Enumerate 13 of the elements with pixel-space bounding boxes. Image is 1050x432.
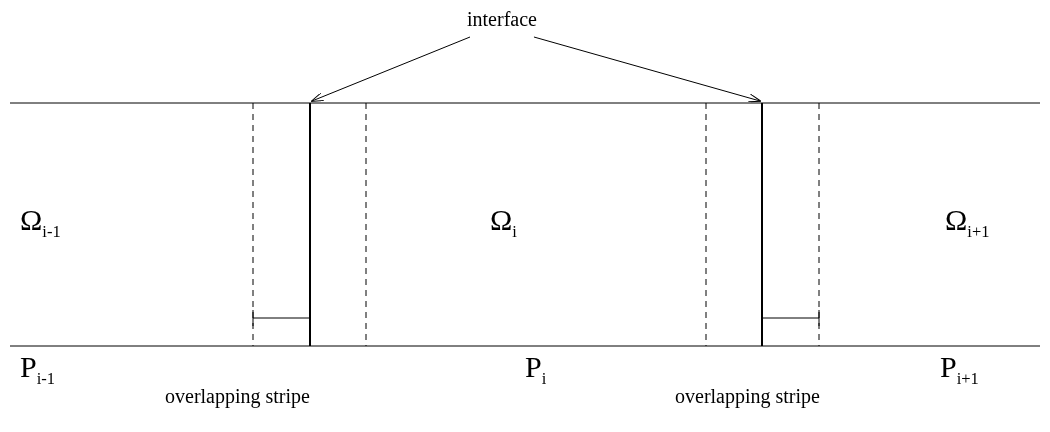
interface-label: interface — [467, 8, 537, 31]
interface-line — [761, 103, 763, 346]
processor-label: P$_{i+1}$ — [940, 350, 979, 389]
domain-label: Ω$_{i}$ — [490, 203, 517, 242]
domain-label: Ω$_{i+1}$ — [945, 203, 990, 242]
processor-label: P$_{i-1}$ — [20, 350, 56, 389]
domain-label: Ω$_{i-1}$ — [20, 203, 61, 242]
stripe-label: overlapping stripe — [165, 385, 310, 408]
processor-label: P$_{i}$ — [525, 350, 547, 389]
interface-line — [309, 103, 311, 346]
stripe-label: overlapping stripe — [675, 385, 820, 408]
arrow — [310, 36, 471, 102]
arrow — [533, 36, 762, 103]
